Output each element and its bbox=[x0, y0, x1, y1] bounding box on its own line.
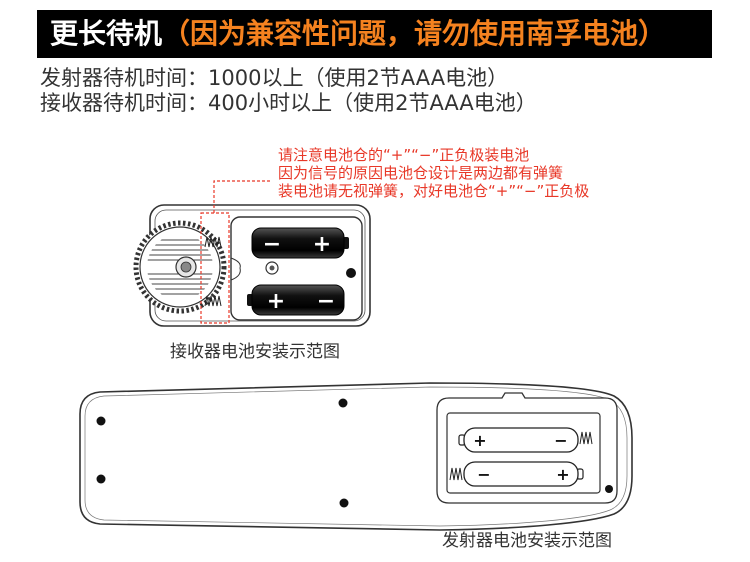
battery-positive-sign: + bbox=[313, 232, 331, 257]
transmitter-drawing: + − − + bbox=[79, 382, 633, 531]
transmitter-spring-top-icon bbox=[579, 431, 593, 445]
transmitter-battery-top: + − bbox=[458, 427, 579, 453]
spring-highlight-leader-line bbox=[213, 180, 272, 213]
battery-negative-sign: − bbox=[554, 431, 567, 450]
transmitter-screw-icon bbox=[338, 398, 348, 408]
battery-positive-sign: + bbox=[556, 465, 569, 484]
transmitter-diagram-caption: 发射器电池安装示范图 bbox=[442, 531, 612, 551]
receiver-contact-dot bbox=[346, 268, 356, 278]
battery-negative-sign: − bbox=[477, 465, 490, 484]
warning-line: 因为信号的原因电池仓设计是两边都有弹簧 bbox=[278, 164, 564, 182]
warning-line: 装电池请无视弹簧，对好电池仓“+”“−”正负极 bbox=[278, 182, 590, 200]
standby-specs: 发射器待机时间：1000以上（使用2节AAA电池） 接收器待机时间：400小时以… bbox=[40, 66, 537, 116]
receiver-standby-spec: 接收器待机时间：400小时以上（使用2节AAA电池） bbox=[40, 91, 537, 115]
battery-positive-sign: + bbox=[473, 431, 486, 450]
transmitter-screw-icon bbox=[96, 474, 106, 484]
polarity-warning: 请注意电池仓的“+”“−”正负极装电池 因为信号的原因电池仓设计是两边都有弹簧 … bbox=[278, 146, 589, 200]
transmitter-contact-dot bbox=[605, 485, 613, 493]
receiver-spring-bottom-icon bbox=[204, 295, 222, 307]
receiver-battery-top: − + bbox=[251, 227, 349, 259]
header-title: 更长待机 bbox=[50, 17, 163, 50]
transmitter-standby-spec: 发射器待机时间：1000以上（使用2节AAA电池） bbox=[40, 66, 509, 90]
receiver-spring-top-icon bbox=[204, 236, 222, 248]
header-note: （因为兼容性问题，请勿使用南孚电池） bbox=[162, 17, 667, 50]
receiver-knob bbox=[133, 220, 227, 314]
warning-line: 请注意电池仓的“+”“−”正负极装电池 bbox=[278, 146, 530, 164]
spring-highlight-box bbox=[200, 212, 230, 324]
transmitter-screw-icon bbox=[339, 498, 349, 508]
receiver-drawing: − + + − bbox=[133, 180, 371, 327]
battery-positive-sign: + bbox=[267, 289, 285, 314]
receiver-diagram-caption: 接收器电池安装示范图 bbox=[170, 342, 340, 362]
battery-negative-sign: − bbox=[317, 289, 335, 314]
battery-negative-sign: − bbox=[263, 232, 281, 257]
header-banner: 更长待机（因为兼容性问题，请勿使用南孚电池） bbox=[37, 10, 712, 58]
transmitter-battery-bottom: − + bbox=[463, 461, 584, 487]
receiver-battery-bottom: + − bbox=[247, 284, 345, 316]
transmitter-screw-icon bbox=[96, 416, 106, 426]
transmitter-body-inner-edge bbox=[84, 386, 628, 527]
transmitter-spring-bottom-icon bbox=[449, 467, 463, 481]
